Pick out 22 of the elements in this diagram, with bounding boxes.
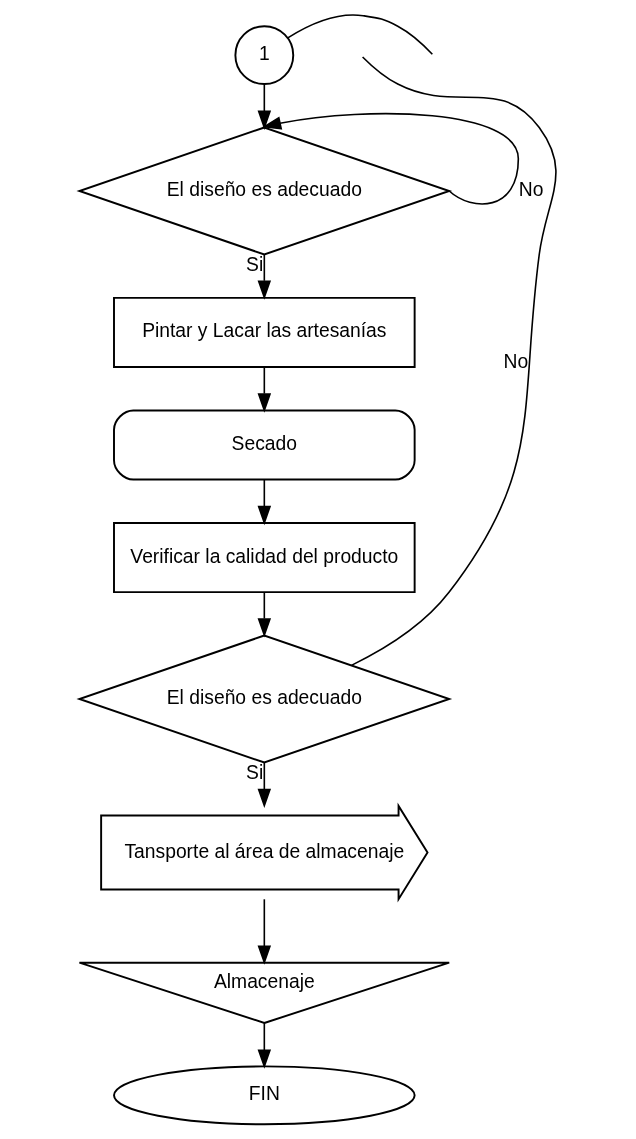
arrow [257,761,272,809]
node-ellipse: FIN [113,1065,416,1126]
connector [350,56,557,667]
edge-label: No [518,178,544,200]
arrow [257,83,272,130]
node-box: Secado [113,409,416,481]
node-circle: 1 [234,25,295,86]
node-diamond: El diseño es adecuado [76,126,453,256]
edge-label: No [503,351,529,373]
node-box: Verificar la calidad del producto [113,522,416,594]
arrow [257,254,272,300]
arrow [257,1022,272,1069]
edge-label: Si [246,761,264,783]
arrow [257,591,272,638]
node-diamond: El diseño es adecuado [76,634,453,764]
arrow [257,366,272,413]
arrow [257,898,272,965]
arrow [257,479,272,526]
arrow [261,112,520,205]
edge-label: Si [246,253,264,275]
connector [287,14,434,56]
node-box: Pintar y Lacar las artesanías [113,296,416,368]
